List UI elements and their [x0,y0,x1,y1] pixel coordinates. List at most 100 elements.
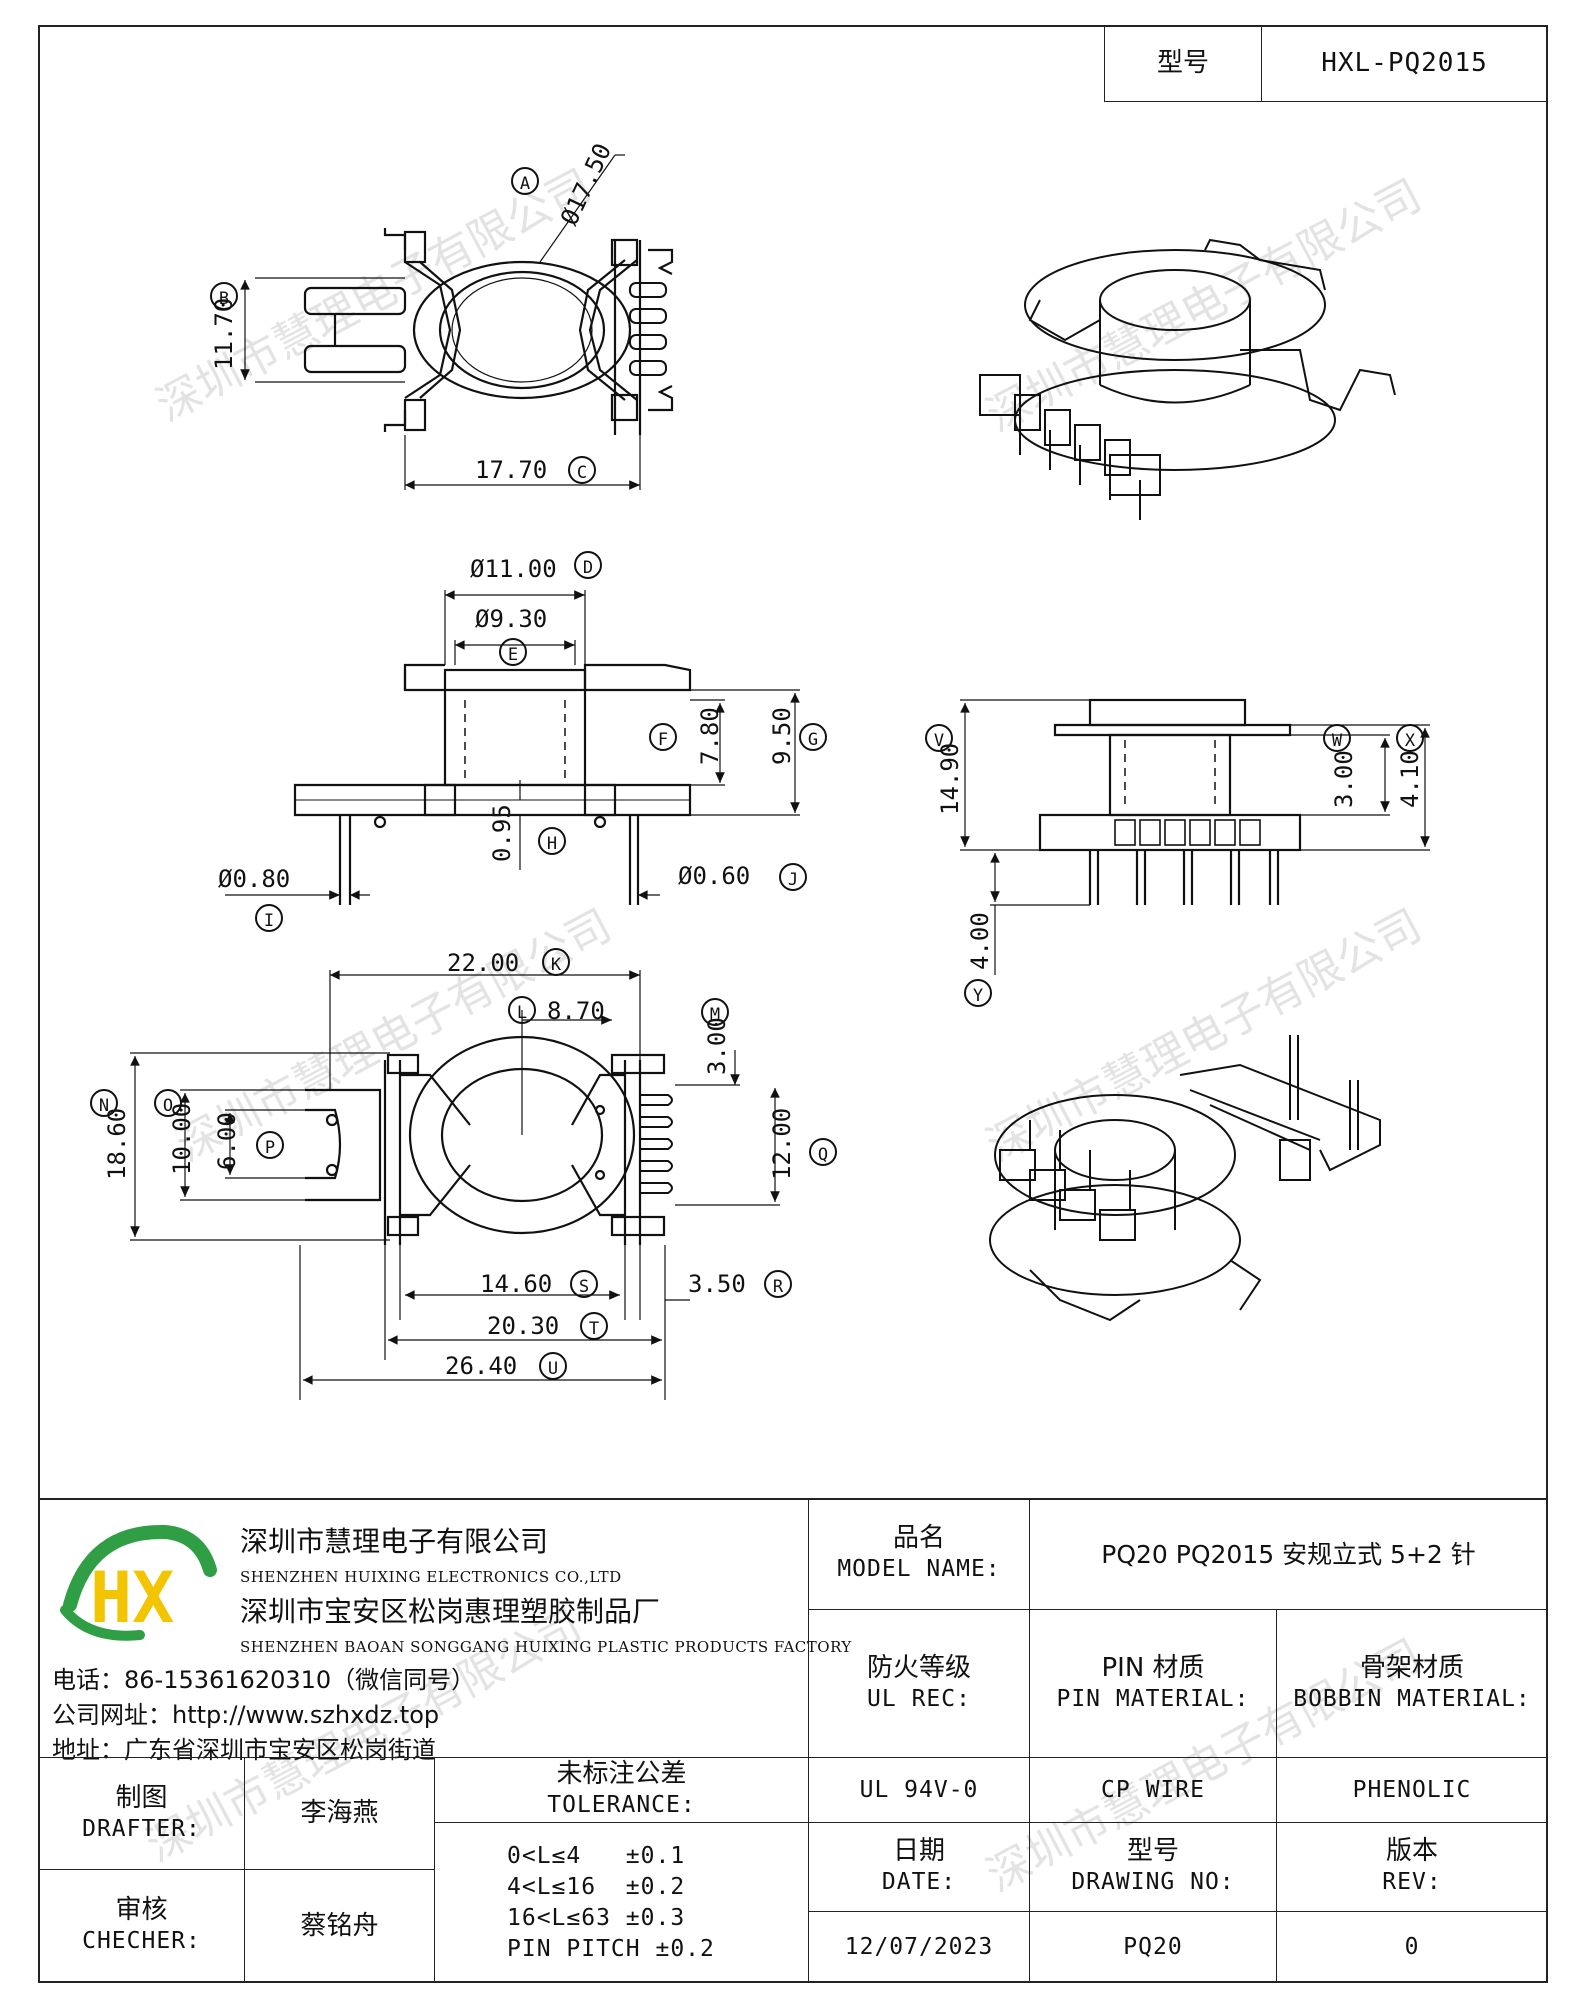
title-block-top-border [38,1498,1548,1500]
date-cn: 日期 [892,1836,945,1866]
company-logo: HX [60,1524,217,1641]
pin-material-value: CP WIRE [1029,1757,1277,1823]
tolerance-line: 0<L≤4 ±0.1 [507,1842,686,1869]
dim-letter: A [520,174,530,194]
pin-material-en: PIN MATERIAL: [1056,1685,1250,1712]
dim-value: 26.40 [445,1352,517,1380]
side-view [1038,698,1302,905]
dim-value: 18.60 [103,1108,131,1180]
dim-V: V 14.90 [925,724,964,815]
pin-material-label: PIN 材质 PIN MATERIAL: [1029,1609,1277,1758]
isometric-view-1 [979,238,1396,520]
dim-letter: Y [973,986,983,1006]
dim-A: A Ø17.50 [511,139,617,230]
dim-D: Ø11.00 D [470,551,602,583]
dim-letter: Q [818,1145,828,1165]
dim-value: 7.80 [696,707,724,765]
dim-U: 26.40 U [445,1352,567,1380]
dim-letter: J [788,870,798,890]
model-name-label: 品名 MODEL NAME: [808,1498,1030,1610]
dim-value: 6.00 [213,1112,241,1170]
bobbin-material-cn: 骨架材质 [1359,1652,1464,1683]
dim-Q: 12.00 Q [768,1108,837,1180]
model-name-en: MODEL NAME: [837,1556,1001,1582]
tolerance-table: 0<L≤4 ±0.1 4<L≤16 ±0.2 16<L≤63 ±0.3 PIN … [434,1822,809,1983]
dim-T: 20.30 T [487,1312,608,1340]
header-model-label: 型号 [1104,25,1262,102]
top-view-1 [303,228,674,435]
company-phone: 电话：86-15361620310（微信同号） [52,1666,476,1694]
date-label: 日期 DATE: [808,1822,1030,1912]
dim-X: X 4.10 [1396,724,1424,808]
dim-labels: A Ø17.50 B 11.70 17.70 C Ø11.00 D Ø9.30 … [90,139,1424,1380]
dim-letter: H [547,834,557,854]
dim-value: 3.50 [688,1270,746,1298]
header-model-value: HXL-PQ2015 [1261,25,1548,102]
dim-letter: R [773,1277,784,1297]
rev-en: REV: [1382,1869,1442,1895]
dim-value: 0.95 [488,804,516,862]
dim-value: Ø0.60 [678,862,750,890]
drafter-en: DRAFTER: [82,1815,201,1842]
date-value: 12/07/2023 [808,1911,1030,1983]
checker-cn: 审核 [115,1895,168,1925]
model-name-cn: 品名 [892,1523,945,1553]
dim-value: 4.10 [1396,750,1424,808]
dim-value: Ø0.80 [218,865,290,893]
dim-S: 14.60 S [480,1270,598,1298]
dim-letter: U [548,1359,558,1379]
dim-K: 22.00 K [447,948,570,977]
dim-letter: K [551,955,562,975]
dim-letter: W [1332,731,1343,751]
drawing-no-cn: 型号 [1126,1836,1179,1866]
dim-value: 14.60 [480,1270,552,1298]
dim-letter: C [577,463,587,483]
dim-W: W 3.00 [1323,724,1358,808]
dim-F: F 7.80 [649,707,724,765]
fire-rating-value: UL 94V-0 [808,1757,1030,1823]
dim-M: M 3.00 [701,998,731,1075]
dim-letter: N [99,1096,109,1116]
dim-value: 8.70 [547,997,605,1025]
dim-value: 22.00 [447,949,519,977]
dim-value: 20.30 [487,1312,559,1340]
drawing-no-value: PQ20 [1029,1911,1277,1983]
dim-letter: X [1405,731,1416,751]
dim-value: 10.00 [168,1103,196,1175]
dim-letter: P [265,1138,275,1158]
fire-rating-cn: 防火等级 [866,1652,971,1683]
dim-value: 9.50 [768,707,796,765]
dim-O: O 10.00 [154,1089,196,1175]
tolerance-line: 4<L≤16 ±0.2 [507,1873,686,1900]
dim-value: 11.70 [210,298,238,370]
drawing-no-label: 型号 DRAWING NO: [1029,1822,1277,1912]
dim-letter: F [658,730,668,750]
dim-Y: 4.00 Y [964,912,994,1007]
dim-R: 3.50 R [688,1270,792,1298]
dim-letter: O [163,1096,173,1116]
logo-letters: HX [90,1557,174,1639]
fire-rating-label: 防火等级 UL REC: [808,1609,1030,1758]
checker-en: CHECHER: [82,1928,201,1954]
model-name-value: PQ20 PQ2015 安规立式 5+2 针 [1029,1498,1548,1610]
company-name-cn: 深圳市慧理电子有限公司 [240,1525,549,1558]
dim-P: P 6.00 [213,1112,284,1170]
dim-value: Ø11.00 [470,555,557,583]
date-en: DATE: [881,1869,957,1895]
side-view-dims [960,699,1430,975]
fire-rating-en: UL REC: [867,1685,971,1712]
company-name-en: SHENZHEN HUIXING ELECTRONICS CO.,LTD [240,1568,622,1586]
dim-letter: G [808,730,818,750]
rev-cn: 版本 [1385,1836,1438,1866]
tolerance-en: TOLERANCE: [547,1792,696,1818]
dim-value: 14.90 [936,743,964,815]
dim-value: 17.70 [475,456,547,484]
dim-letter: I [264,911,274,931]
dim-J: Ø0.60 J [678,862,807,891]
bottom-view-dims [130,970,780,1400]
dim-E: Ø9.30 E [475,605,547,666]
rev-label: 版本 REV: [1276,1822,1548,1912]
dim-letter: S [579,1277,589,1297]
tolerance-line: 16<L≤63 ±0.3 [507,1904,686,1931]
technical-drawing: A Ø17.50 B 11.70 17.70 C Ø11.00 D Ø9.30 … [90,139,1430,1400]
